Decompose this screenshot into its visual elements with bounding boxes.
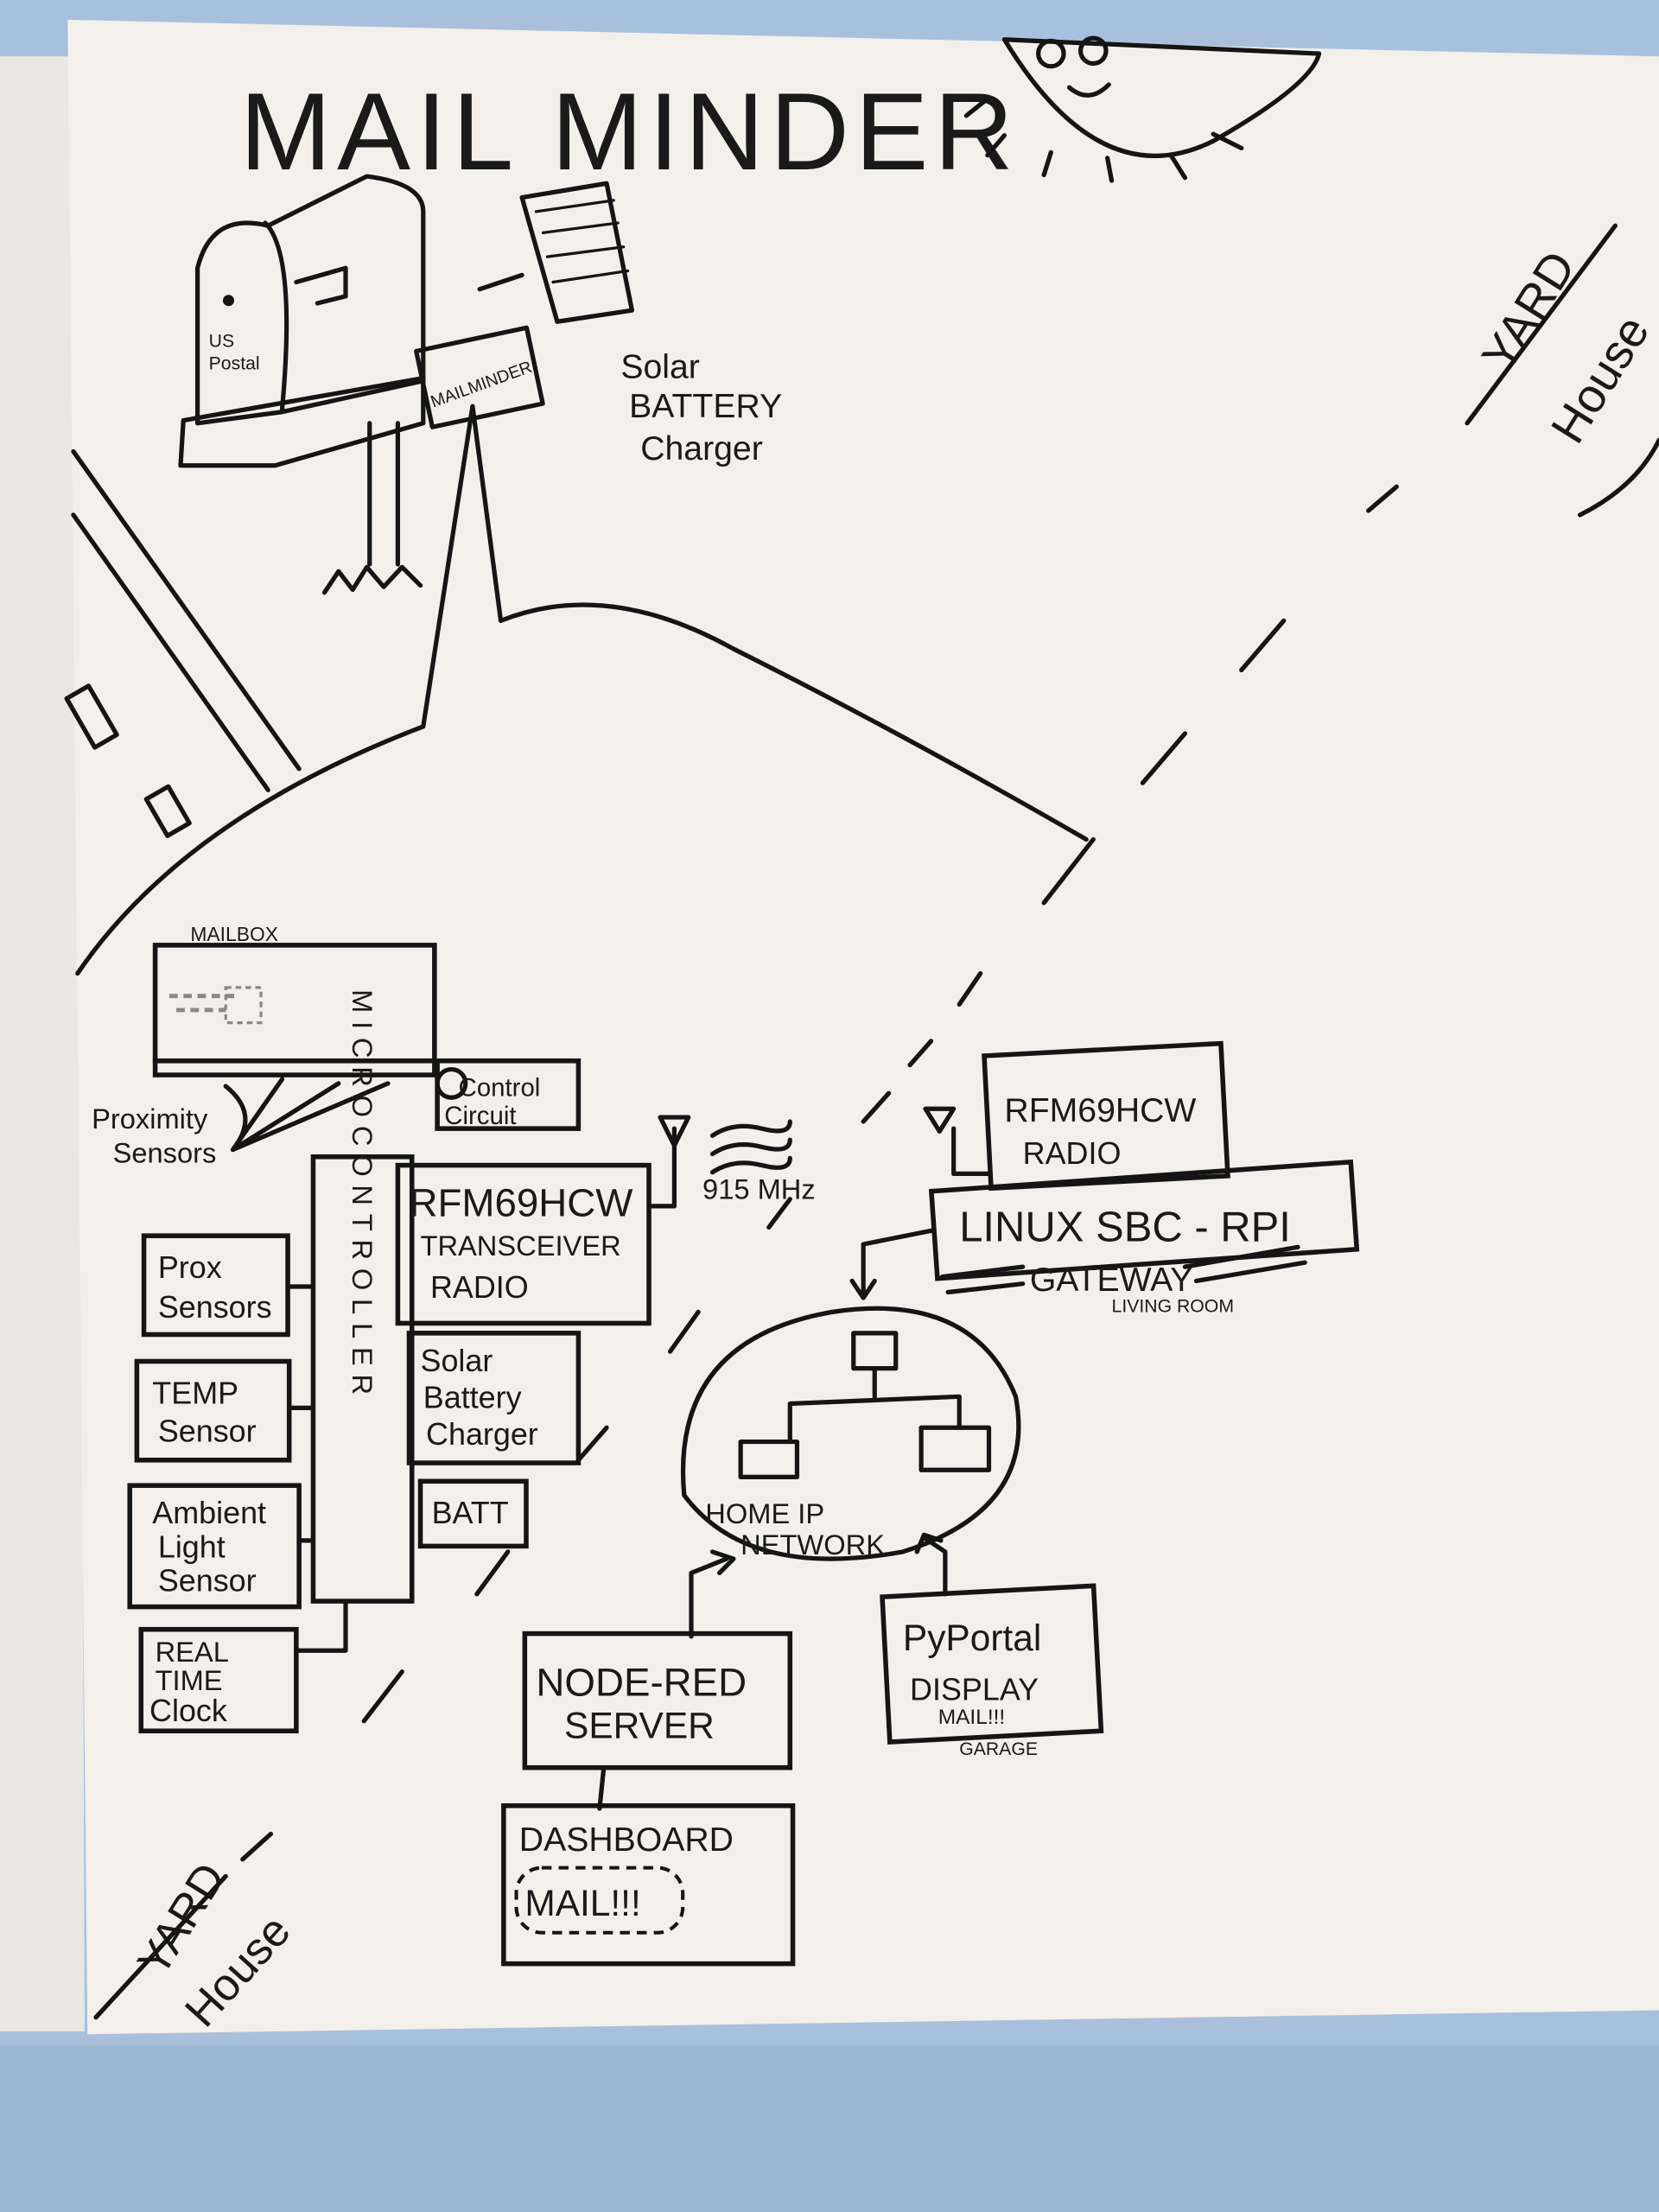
radio-waves-icon [709,1119,792,1175]
pyportal-display-box: PyPortal DISPLAY MAIL!!! [880,1583,1104,1745]
mailbox-label-line1: US [209,332,234,352]
sun-icon [963,35,1322,183]
road-marking [143,784,192,838]
paper-sheet [67,19,1659,2035]
svg-text:Sensors: Sensors [158,1289,272,1325]
hill-outline [75,404,1089,976]
svg-text:DASHBOARD: DASHBOARD [519,1821,734,1859]
solar-label-line2: BATTERY [629,388,782,425]
svg-text:BATT: BATT [432,1495,509,1530]
svg-text:PyPortal: PyPortal [903,1618,1041,1658]
battery-box: BATT [417,1478,529,1549]
input-ambient-light-sensor: Ambient Light Sensor [127,1483,302,1610]
dashboard-box: DASHBOARD MAIL!!! [501,1803,796,1967]
node-red-server-box: NODE-RED SERVER [522,1630,793,1770]
server-to-dashboard-line [597,1765,607,1811]
svg-text:Light: Light [158,1529,226,1564]
svg-text:Battery: Battery [423,1379,522,1414]
svg-text:TRANSCEIVER: TRANSCEIVER [421,1230,621,1262]
input-temp-sensor: TEMP Sensor [134,1358,292,1463]
computer-icon [738,1439,800,1479]
sensor-connectors [287,1284,348,1653]
antenna-icon [646,1115,691,1209]
svg-text:REAL: REAL [156,1636,229,1668]
svg-text:RFM69HCW: RFM69HCW [1004,1092,1196,1129]
svg-text:TEMP: TEMP [152,1375,238,1410]
control-circuit-line2: Circuit [444,1102,516,1130]
dashboard-mail-alert: MAIL!!! [524,1883,640,1923]
svg-text:LINUX SBC - RPI: LINUX SBC - RPI [959,1205,1291,1251]
svg-text:Sensor: Sensor [158,1563,257,1599]
linux-sbc-box: LINUX SBC - RPI [928,1159,1360,1281]
road-marking [64,683,119,750]
mailbox-section-label: MAILBOX [190,923,278,945]
home-ip-network: HOME IP NETWORK [681,1306,1021,1561]
proximity-sensors-line2: Sensors [113,1136,217,1168]
sensor-arrows [223,1077,391,1153]
computer-icon [918,1425,992,1472]
diagram-title: MAIL MINDER [240,70,1020,193]
mail-piece-sketch [168,994,240,1013]
svg-text:RFM69HCW: RFM69HCW [409,1180,632,1224]
adjacent-sheet [0,56,85,2032]
svg-text:Ambient: Ambient [152,1495,266,1530]
proximity-sensors-line1: Proximity [92,1103,208,1135]
mailbox-label-line2: Postal [209,354,260,374]
gateway-antenna-icon [923,1106,990,1176]
boundary-top-line [1465,223,1659,518]
svg-text:MAIL!!!: MAIL!!! [938,1706,1006,1729]
mailbox-sensor-strip [152,1058,437,1077]
control-circuit-line1: Control [459,1074,541,1103]
transceiver-radio-box: RFM69HCW TRANSCEIVER RADIO [395,1162,652,1326]
control-circuit-box [435,1058,582,1131]
svg-text:Solar: Solar [421,1343,493,1378]
solar-charger-box: Solar Battery Charger [406,1331,582,1465]
svg-text:SERVER: SERVER [564,1705,715,1745]
node-red-to-network-arrow [689,1549,736,1639]
svg-text:Clock: Clock [149,1693,227,1728]
svg-text:DISPLAY: DISPLAY [910,1671,1039,1707]
svg-text:RADIO: RADIO [1023,1135,1122,1171]
boundary-bottom-line [93,1873,228,2020]
solar-label-line3: Charger [640,430,763,467]
svg-text:NETWORK: NETWORK [741,1529,885,1560]
wall-bottom [0,2045,1659,2212]
input-prox-sensors: Prox Sensors [141,1233,290,1338]
frequency-label: 915 MHz [702,1173,816,1205]
property-dashed-line [240,484,1399,1862]
solar-label-line1: Solar [620,349,699,386]
road-lines [71,448,302,792]
gateway-underline [940,1244,1307,1295]
svg-text:Prox: Prox [158,1249,222,1285]
gateway-label: GATEWAY [1030,1262,1193,1299]
pyportal-to-network-arrow [914,1532,948,1597]
svg-text:HOME IP: HOME IP [705,1497,824,1529]
svg-text:Sensor: Sensor [158,1414,257,1449]
pyportal-location: GARAGE [959,1739,1038,1759]
microcontroller-box [310,1154,415,1604]
microcontroller-label: MICROCONTROLLER [346,989,378,1403]
svg-text:NODE-RED: NODE-RED [536,1660,747,1704]
gateway-radio-box: RFM69HCW RADIO [982,1040,1230,1192]
svg-text:Charger: Charger [426,1416,538,1452]
svg-text:RADIO: RADIO [430,1269,529,1305]
svg-text:TIME: TIME [156,1664,223,1696]
gateway-location: LIVING ROOM [1112,1296,1234,1316]
solar-panel-icon [519,181,635,324]
input-real-time-clock: REAL TIME Clock [138,1626,299,1734]
gateway-to-network-arrow [849,1228,937,1300]
